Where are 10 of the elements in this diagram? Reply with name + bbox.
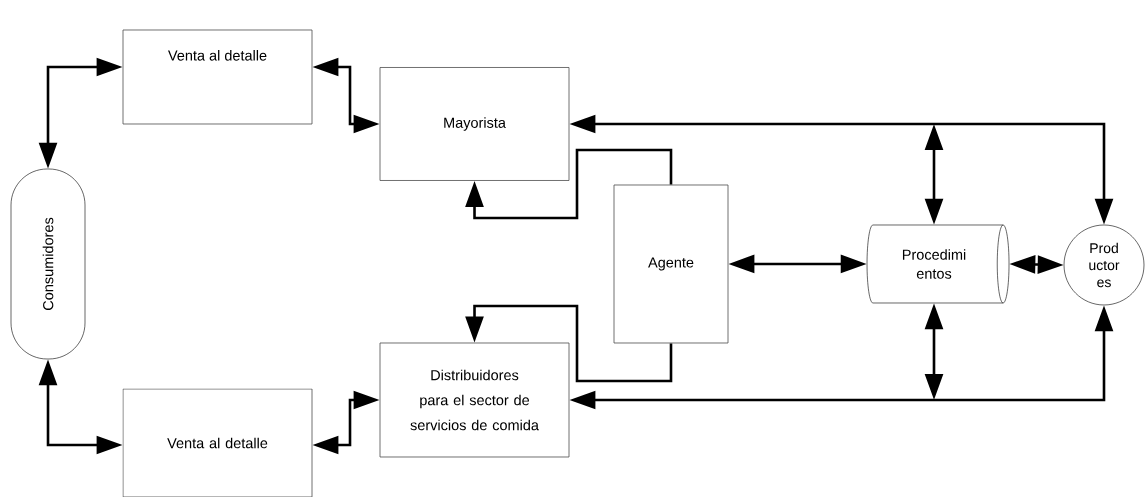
process-box: Distribuidores para el sector de servicios de comida — [379, 342, 570, 458]
terminal-pill: Consumidores — [10, 168, 86, 360]
cylinder-node: Procedimi entos — [866, 224, 1010, 304]
process-box: Venta al detalle — [122, 388, 313, 497]
circle-node: Prod uctor es — [1063, 224, 1145, 306]
process-box: Mayorista — [379, 67, 570, 181]
arrow — [465, 304, 673, 383]
arrow — [465, 148, 673, 220]
process-box: Agente — [613, 184, 729, 344]
process-box: Venta al detalle — [122, 29, 313, 125]
